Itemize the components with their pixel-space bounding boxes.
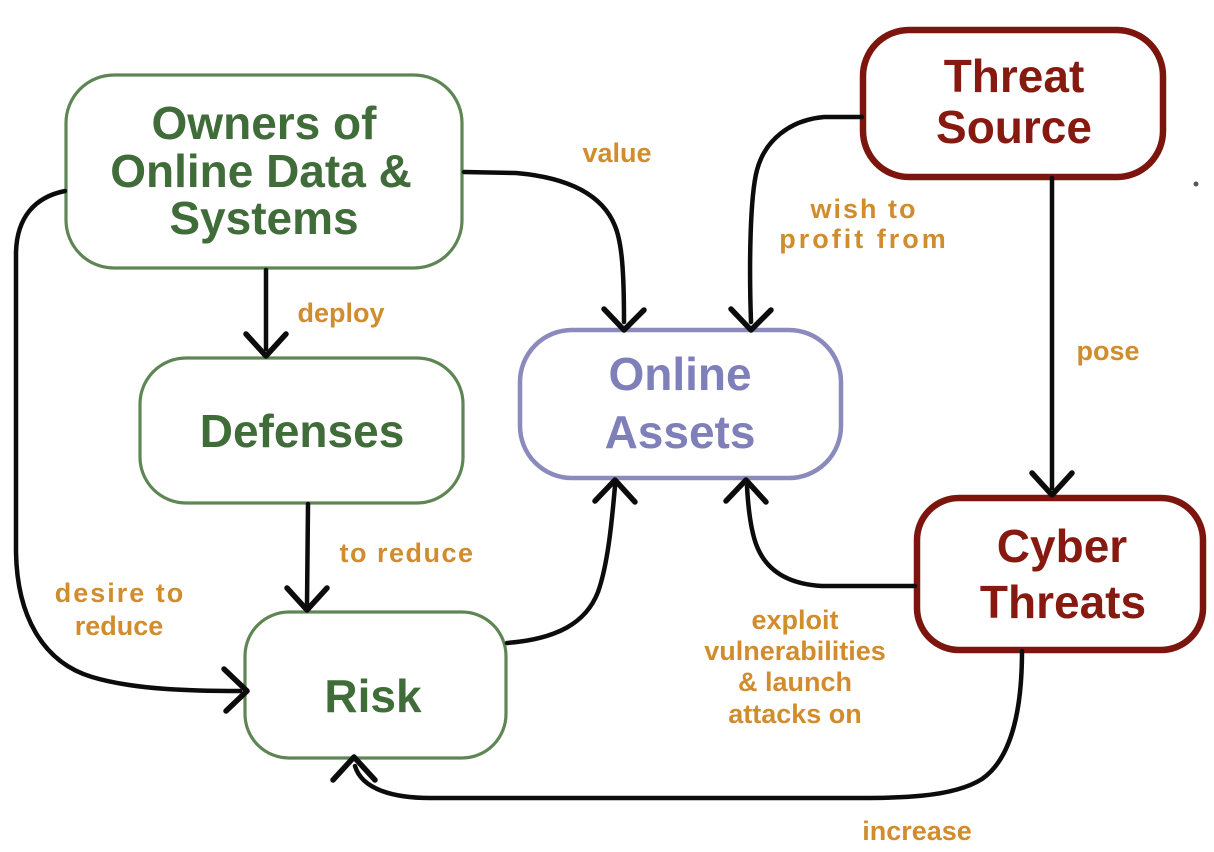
svg-text:Threat: Threat — [944, 50, 1085, 102]
svg-text:& launch: & launch — [738, 667, 852, 697]
svg-text:desire to: desire to — [55, 578, 186, 608]
svg-text:Online: Online — [608, 348, 751, 400]
svg-text:to reduce: to reduce — [339, 538, 474, 568]
svg-text:Defenses: Defenses — [200, 405, 405, 457]
svg-text:Source: Source — [936, 101, 1092, 153]
svg-text:Risk: Risk — [324, 670, 422, 722]
svg-text:reduce: reduce — [75, 611, 164, 641]
svg-text:pose: pose — [1076, 336, 1139, 366]
svg-text:vulnerabilities: vulnerabilities — [704, 636, 886, 666]
svg-text:profit from: profit from — [779, 224, 948, 254]
svg-text:Owners of: Owners of — [152, 97, 378, 149]
svg-text:Threats: Threats — [980, 576, 1146, 628]
svg-text:increase: increase — [862, 816, 972, 846]
svg-text:exploit: exploit — [751, 605, 838, 635]
svg-text:Online Data &: Online Data & — [110, 145, 412, 197]
svg-text:attacks on: attacks on — [728, 699, 862, 729]
svg-text:Systems: Systems — [169, 192, 358, 244]
svg-text:wish to: wish to — [810, 194, 918, 224]
svg-text:deploy: deploy — [297, 298, 384, 328]
svg-text:Assets: Assets — [605, 406, 756, 458]
svg-text:value: value — [582, 138, 651, 168]
svg-text:Cyber: Cyber — [997, 520, 1127, 572]
